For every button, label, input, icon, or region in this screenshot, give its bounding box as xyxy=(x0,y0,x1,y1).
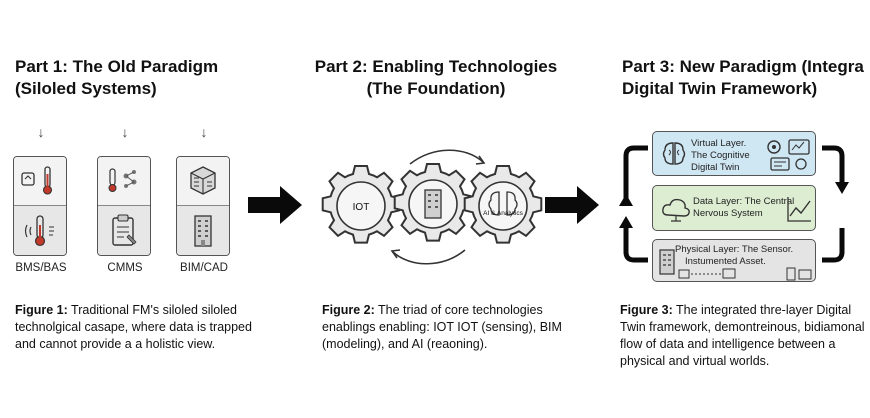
virtual-layer-line1: Virtual Layer. xyxy=(691,138,747,149)
part3-heading: Part 3: New Paradigm (Integra Digital Tw… xyxy=(622,56,864,100)
data-layer-label: Data Layer: The Central Nervous System xyxy=(693,196,794,220)
part3-heading-line2: Digital Twin Framework) xyxy=(622,79,818,98)
cloud-icon xyxy=(662,198,690,222)
arrow-down-icon: ↓ xyxy=(200,124,208,140)
figure3-caption: Figure 3: The integrated thre-layer Digi… xyxy=(620,302,870,370)
dashboard-gear-icon xyxy=(767,139,810,171)
gear-label-iot: IOT xyxy=(353,202,370,213)
figure1-caption-text: Traditional FM's siloled siloled technol… xyxy=(15,303,252,351)
part3-heading-line1: Part 3: New Paradigm (Integra xyxy=(622,57,864,76)
arrow-down-icon: ↓ xyxy=(37,124,45,140)
silo-label-bms: BMS/BAS xyxy=(15,262,67,274)
figure3-caption-text: The integrated thre-layer Digital Twin f… xyxy=(620,303,865,368)
physical-layer-label: Physical Layer: The Sensor. Instumented … xyxy=(675,244,793,268)
silo-box xyxy=(13,156,67,256)
building-icon xyxy=(424,189,442,219)
silo-box xyxy=(97,156,151,256)
sensor-thermometer-icon xyxy=(14,157,66,206)
data-layer-line1: Data Layer: The Central xyxy=(693,196,795,207)
virtual-layer: Virtual Layer. The Cognitive Digital Twi… xyxy=(652,131,816,176)
gear-bim xyxy=(393,163,473,242)
figure3-caption-label: Figure 3: xyxy=(620,303,673,317)
figure2-caption-label: Figure 2: xyxy=(322,303,375,317)
network-thermometer-icon xyxy=(98,157,150,206)
silo-label-bim: BIM/CAD xyxy=(180,262,228,274)
part2-heading-line1: Part 2: Enabling Technologies xyxy=(314,57,558,76)
physical-layer-line2: Instumented Asset. xyxy=(685,256,766,267)
part1-heading: Part 1: The Old Paradigm (Siloled System… xyxy=(15,56,218,100)
gear-ai xyxy=(463,165,543,244)
figure1-caption-label: Figure 1: xyxy=(15,303,68,317)
silo-label-cmms: CMMS xyxy=(107,262,143,274)
physical-layer: Physical Layer: The Sensor. Instumented … xyxy=(652,239,816,282)
arrow-right-icon xyxy=(545,186,599,224)
physical-layer-line1: Physical Layer: The Sensor. xyxy=(675,244,794,255)
thermometer-icon xyxy=(14,206,66,255)
virtual-layer-line3: Digital Twin xyxy=(691,162,740,173)
gear-label-ai: AI & Analytics xyxy=(483,210,523,217)
sensor-devices-icon xyxy=(678,267,812,281)
part1-heading-line1: Part 1: The Old Paradigm xyxy=(15,57,219,76)
part2-heading: Part 2: Enabling Technologies (The Found… xyxy=(308,56,564,100)
data-layer: Data Layer: The Central Nervous System xyxy=(652,185,816,231)
virtual-layer-label: Virtual Layer. The Cognitive Digital Twi… xyxy=(691,138,750,174)
silo-box xyxy=(176,156,230,256)
figure1-caption: Figure 1: Traditional FM's siloled silol… xyxy=(15,302,255,353)
brain-icon xyxy=(662,142,686,165)
figure2-caption: Figure 2: The triad of core technologies… xyxy=(322,302,578,353)
building-icon xyxy=(659,249,675,275)
part2-heading-line2: (The Foundation) xyxy=(366,79,506,98)
data-layer-line2: Nervous System xyxy=(693,208,763,219)
building-cube-icon xyxy=(177,157,229,206)
line-chart-icon xyxy=(787,197,811,222)
arrow-down-icon: ↓ xyxy=(121,124,129,140)
flow-cycle-arrows xyxy=(619,145,849,263)
building-icon xyxy=(177,206,229,255)
arrow-right-icon xyxy=(248,186,302,224)
part1-heading-line2: (Siloled Systems) xyxy=(15,79,157,98)
brain-icon xyxy=(488,191,518,216)
clipboard-icon xyxy=(98,206,150,255)
technology-gears: IOT AI & Analytics xyxy=(321,149,543,265)
virtual-layer-line2: The Cognitive xyxy=(691,150,750,161)
figure2-caption-text: The triad of core technologies enablings… xyxy=(322,303,562,351)
